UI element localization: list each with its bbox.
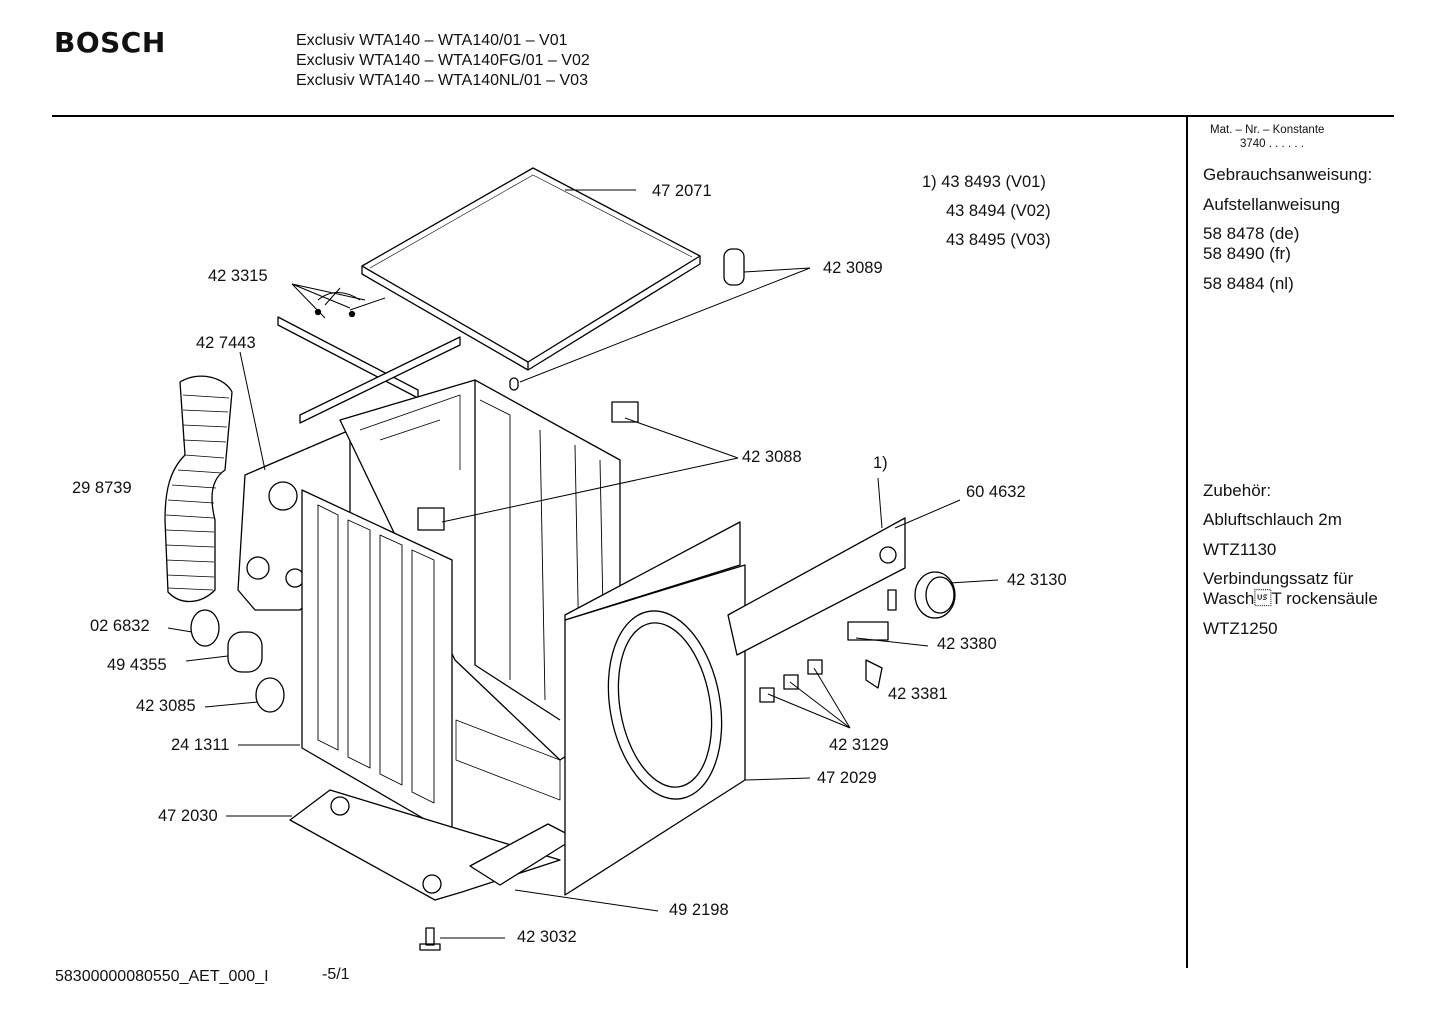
control-fascia — [564, 517, 906, 656]
selector-knob — [914, 571, 956, 619]
variant-v02: 43 8494 (V02) — [946, 202, 1051, 220]
label-492198: 49 2198 — [669, 901, 729, 919]
front-panel — [564, 564, 746, 896]
accessory-kit-line1: Verbindungssatz für — [1203, 569, 1354, 588]
label-423380: 42 3380 — [937, 635, 997, 653]
footer-doc-id: 58300000080550_AET_000_I — [55, 968, 269, 985]
label-472071: 47 2071 — [652, 182, 712, 200]
side-panel — [301, 489, 453, 836]
matnr-label: Mat. – Nr. – Konstante — [1210, 124, 1325, 136]
label-423315: 42 3315 — [208, 267, 268, 285]
doc-de: 58 8478 (de) — [1203, 224, 1300, 243]
label-026832: 02 6832 — [90, 617, 150, 635]
label-423085: 42 3085 — [136, 697, 196, 715]
accessories-title: Zubehör: — [1203, 481, 1272, 500]
model-titles: Exclusiv WTA140 – WTA140/01 – V01 Exclus… — [296, 31, 590, 91]
accessory-kit-code: WTZ1250 — [1203, 619, 1278, 638]
label-427443: 42 7443 — [196, 334, 256, 352]
rear-rail — [277, 287, 461, 424]
label-494355: 49 4355 — [107, 656, 167, 674]
label-423088: 42 3088 — [742, 448, 802, 466]
label-241311: 24 1311 — [171, 736, 230, 754]
accessory-kit-line2: Wasch T rockensäule — [1203, 589, 1378, 608]
doc-fr: 58 8490 (fr) — [1203, 244, 1291, 263]
label-423089: 42 3089 — [823, 259, 883, 277]
brand-logo: BOSCH — [54, 26, 166, 59]
small-parts — [190, 248, 897, 951]
label-423032: 42 3032 — [517, 928, 577, 946]
model-title-v01: Exclusiv WTA140 – WTA140/01 – V01 — [296, 32, 568, 49]
accessory-hose: Abluftschlauch 2m — [1203, 510, 1342, 529]
label-423381: 42 3381 — [888, 685, 948, 703]
variant-v03: 43 8495 (V03) — [946, 231, 1051, 249]
label-472030: 47 2030 — [158, 807, 218, 825]
exhaust-hose — [164, 375, 233, 603]
footer-page: -5/1 — [322, 966, 350, 983]
label-604632: 60 4632 — [966, 483, 1026, 501]
label-423130: 42 3130 — [1007, 571, 1067, 589]
install-label: Aufstellanweisung — [1203, 195, 1341, 214]
model-title-v02: Exclusiv WTA140 – WTA140FG/01 – V02 — [296, 52, 590, 69]
variant-v01: 1) 43 8493 (V01) — [922, 173, 1046, 191]
model-title-v03: Exclusiv WTA140 – WTA140NL/01 – V03 — [296, 72, 588, 89]
leader-lines — [167, 189, 999, 939]
top-panel — [361, 167, 701, 371]
header-divider — [52, 115, 1394, 117]
manual-label: Gebrauchsanweisung: — [1203, 165, 1373, 184]
label-footnote-1: 1) — [873, 454, 888, 472]
sidebar-divider — [1186, 117, 1188, 968]
accessory-hose-code: WTZ1130 — [1203, 540, 1277, 559]
label-423129: 42 3129 — [829, 736, 889, 754]
doc-nl: 58 8484 (nl) — [1203, 274, 1294, 293]
label-472029: 47 2029 — [817, 769, 877, 787]
label-298739: 29 8739 — [72, 479, 132, 497]
matnr-value: 3740 . . . . . . — [1240, 138, 1304, 150]
